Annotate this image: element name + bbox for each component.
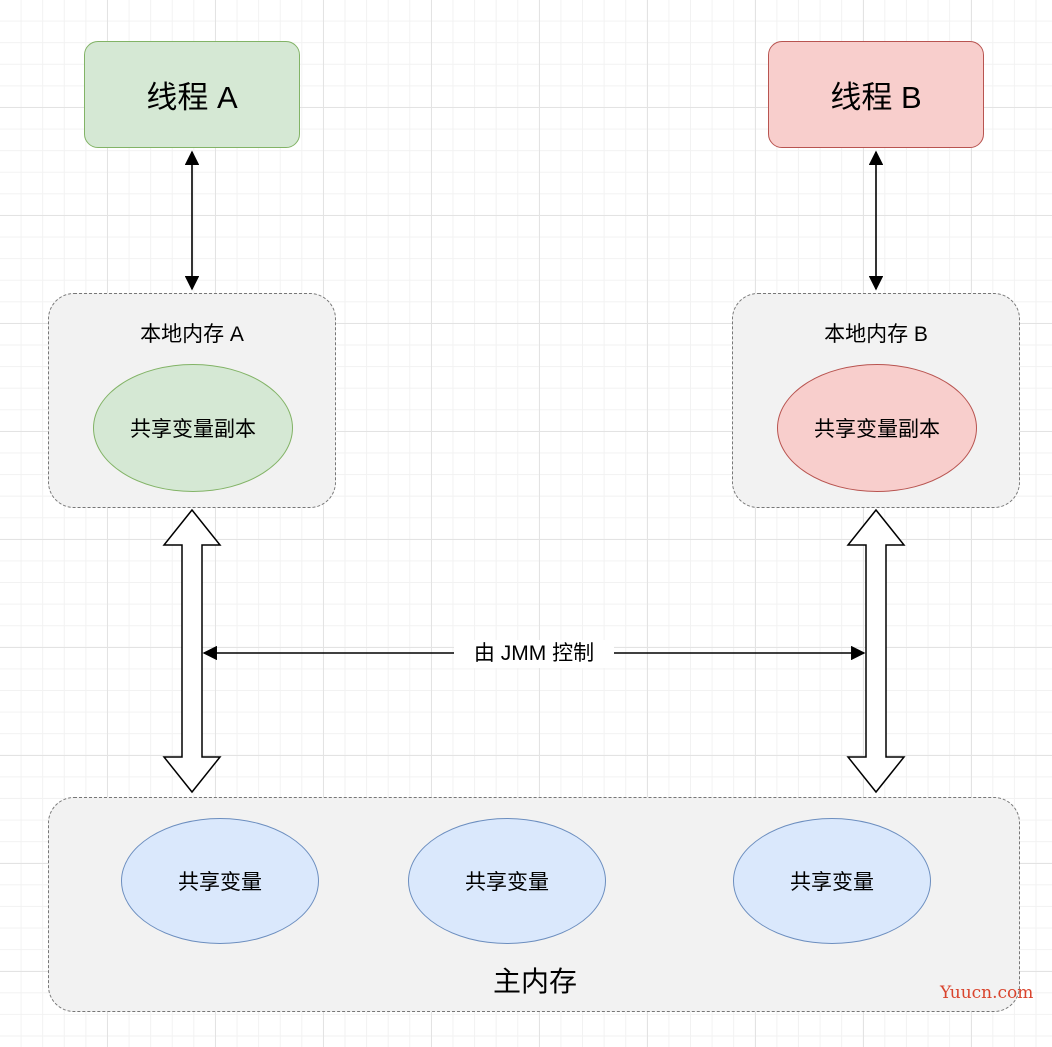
main-memory: 共享变量 共享变量 共享变量 主内存: [48, 797, 1020, 1012]
shared-variable-2-label: 共享变量: [465, 871, 549, 894]
shared-variable-1-label: 共享变量: [178, 871, 262, 894]
thread-a-label: 线程 A: [146, 80, 238, 115]
shared-variable-copy-b-label: 共享变量副本: [814, 418, 940, 441]
thread-b-label: 线程 B: [830, 80, 922, 115]
local-memory-a: 本地内存 A 共享变量副本: [48, 293, 336, 508]
local-memory-a-label: 本地内存 A: [140, 323, 244, 346]
local-memory-b-label: 本地内存 B: [824, 323, 928, 346]
thread-b-box: 线程 B: [768, 41, 984, 148]
shared-variable-3-label: 共享变量: [790, 871, 874, 894]
shared-variable-3: 共享变量: [733, 818, 931, 944]
watermark: Yuucn.com: [940, 983, 1034, 1003]
shared-variable-2: 共享变量: [408, 818, 606, 944]
sync-arrow-left: [162, 508, 222, 794]
jmm-control-label: 由 JMM 控制: [454, 640, 614, 668]
main-memory-label: 主内存: [492, 966, 577, 997]
local-memory-b: 本地内存 B 共享变量副本: [732, 293, 1020, 508]
shared-variable-copy-a-label: 共享变量副本: [130, 418, 256, 441]
shared-variable-1: 共享变量: [121, 818, 319, 944]
sync-arrow-right: [846, 508, 906, 794]
shared-variable-copy-a: 共享变量副本: [93, 364, 293, 492]
thread-a-box: 线程 A: [84, 41, 300, 148]
shared-variable-copy-b: 共享变量副本: [777, 364, 977, 492]
